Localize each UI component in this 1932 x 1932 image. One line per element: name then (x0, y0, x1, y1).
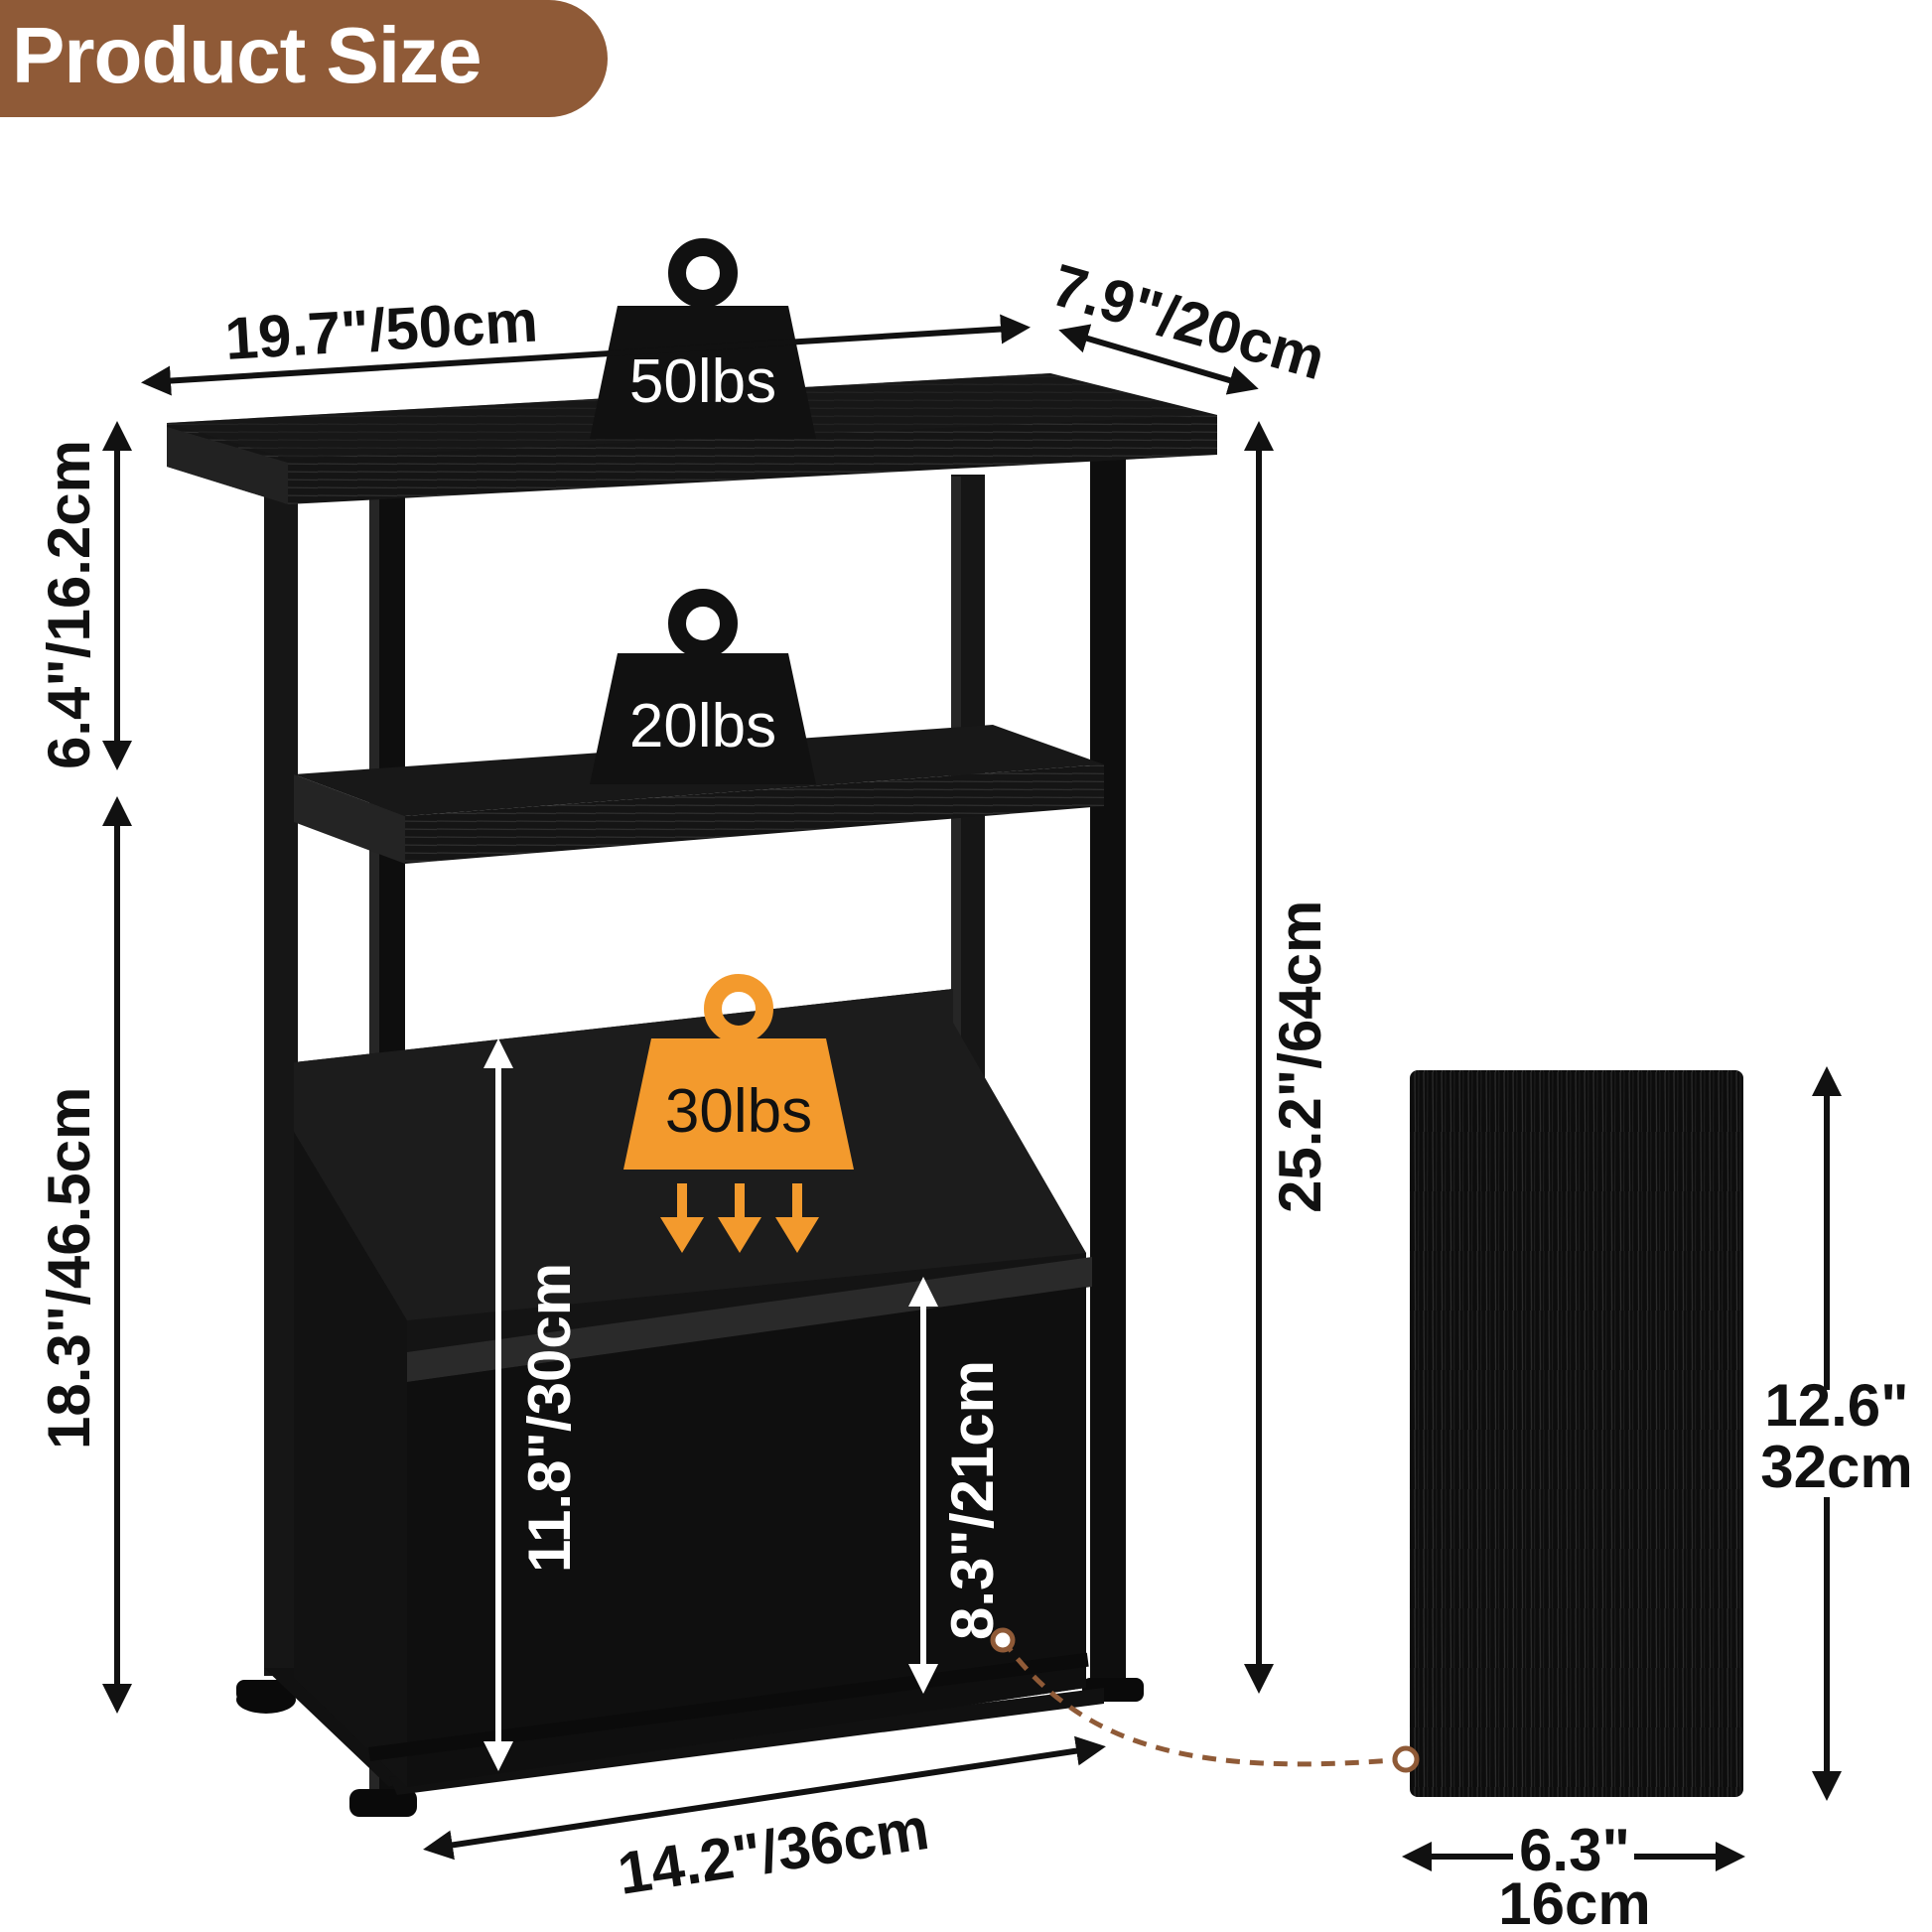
basket-load: 30lbs (665, 1077, 812, 1146)
total-height-label: 25.2"/64cm (1267, 900, 1333, 1213)
foot (349, 1789, 417, 1817)
weight-icon-middle: 20lbs (590, 589, 816, 784)
basket-height-label: 11.8"/30cm (516, 1263, 583, 1573)
board-width-cm-label: 16cm (1498, 1870, 1650, 1932)
board-height-inch-label: 12.6" (1764, 1372, 1908, 1439)
depth-arrow (1058, 324, 1259, 395)
connector-line (1000, 1638, 1407, 1767)
top-clearance-label: 6.4"/16.2cm (36, 440, 102, 769)
middle-shelf-load: 20lbs (629, 692, 776, 760)
weight-icon-basket: 30lbs (623, 974, 854, 1253)
basket-width-arrow (423, 1735, 1106, 1861)
top-shelf-load: 50lbs (629, 347, 776, 416)
connector-end-dot (1392, 1745, 1420, 1773)
board-width-inch-label: 6.3" (1519, 1817, 1630, 1883)
width-arrow (141, 314, 1031, 396)
down-arrows-icon (660, 1183, 819, 1253)
connector-start-dot (990, 1627, 1016, 1653)
front-right-leg (1090, 437, 1126, 1688)
title-badge: Product Size (0, 0, 608, 117)
page-title: Product Size (12, 11, 483, 99)
board-height-cm-label: 32cm (1760, 1434, 1912, 1500)
bottom-board (1410, 1070, 1743, 1797)
back-left-leg (264, 475, 298, 1676)
basket-front-height-label: 8.3"/21cm (939, 1360, 1006, 1640)
lower-height-label: 18.3"/46.5cm (36, 1087, 102, 1449)
